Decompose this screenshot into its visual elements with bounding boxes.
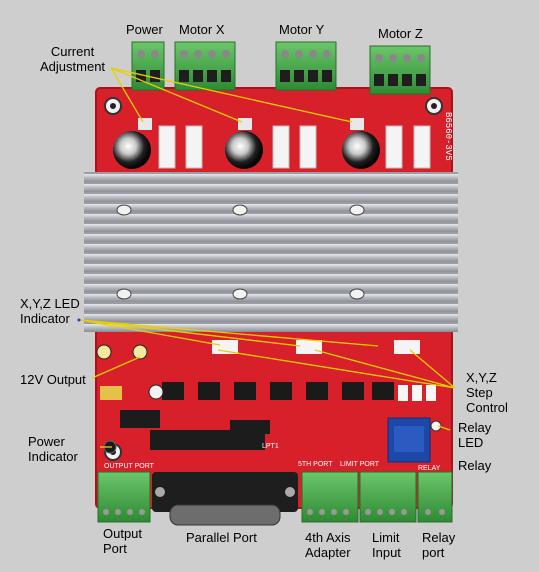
heatsink-fin — [84, 294, 458, 302]
heatsink-fin — [84, 274, 458, 282]
model-silk: B6560-3V5 — [443, 112, 453, 161]
label-relay: Relay — [458, 458, 492, 473]
heatsink-fin — [84, 244, 458, 252]
label-motor-y: Motor Y — [279, 22, 325, 37]
connector-limit-input — [359, 471, 417, 523]
heatsink-fin — [84, 254, 458, 262]
label-12v-output: 12V Output — [20, 372, 86, 387]
connector-relay-port — [417, 471, 453, 523]
heatsink-fin — [84, 194, 458, 202]
label-4th-axis-adapter: 4th Axis Adapter — [305, 530, 351, 560]
terminal-power — [131, 41, 165, 91]
small-caps — [96, 344, 164, 400]
label-xyz-led-indicator: X,Y,Z LED Indicator — [20, 296, 80, 326]
current-pots — [138, 118, 364, 130]
capacitors — [113, 131, 380, 169]
heatsink-fin — [84, 314, 458, 322]
label-xyz-step-control: X,Y,Z Step Control — [466, 370, 508, 415]
heatsink-fin — [84, 304, 458, 312]
label-current-adjustment: Current Adjustment — [40, 44, 106, 74]
axis5-silk: 5TH PORT — [298, 461, 333, 468]
heatsink-fin — [84, 234, 458, 242]
heatsink-fin — [84, 214, 458, 222]
heatsink-fin — [84, 184, 458, 192]
connector-parallel-port — [152, 472, 298, 526]
heatsink-fin — [84, 264, 458, 272]
label-output-port: Output Port — [103, 526, 143, 556]
label-power-indicator: Power Indicator — [28, 434, 78, 464]
ic-chips — [120, 410, 270, 450]
terminal-motor-x — [174, 41, 236, 91]
terminal-motor-y — [275, 41, 337, 91]
limit-silk: LIMIT PORT — [340, 461, 380, 468]
label-limit-input: Limit Input — [372, 530, 401, 560]
label-motor-z: Motor Z — [378, 26, 423, 41]
relay — [387, 417, 431, 463]
label-relay-port: Relay port — [422, 530, 456, 560]
relay-silk: RELAY — [418, 465, 441, 472]
heatsink-fin — [84, 174, 458, 182]
connector-4th-axis — [301, 471, 359, 523]
label-motor-x: Motor X — [179, 22, 225, 37]
heatsink-fin — [84, 284, 458, 292]
heatsink-fin — [84, 224, 458, 232]
step-leds — [398, 385, 436, 401]
leader-lines — [79, 67, 456, 448]
relay-led — [430, 420, 442, 432]
heatsink — [84, 172, 458, 332]
terminal-motor-z — [369, 45, 431, 95]
connector-output-port — [97, 471, 151, 523]
label-power: Power — [126, 22, 163, 37]
label-parallel-port: Parallel Port — [186, 530, 257, 545]
heatsink-fin — [84, 324, 458, 332]
lpt-silk: LPT1 — [262, 443, 279, 450]
output-port-silk: OUTPUT PORT — [104, 463, 155, 470]
label-relay-led: Relay LED — [458, 420, 492, 450]
power-resistors — [158, 125, 431, 169]
heatsink-fin — [84, 204, 458, 212]
optocouplers — [162, 382, 394, 400]
